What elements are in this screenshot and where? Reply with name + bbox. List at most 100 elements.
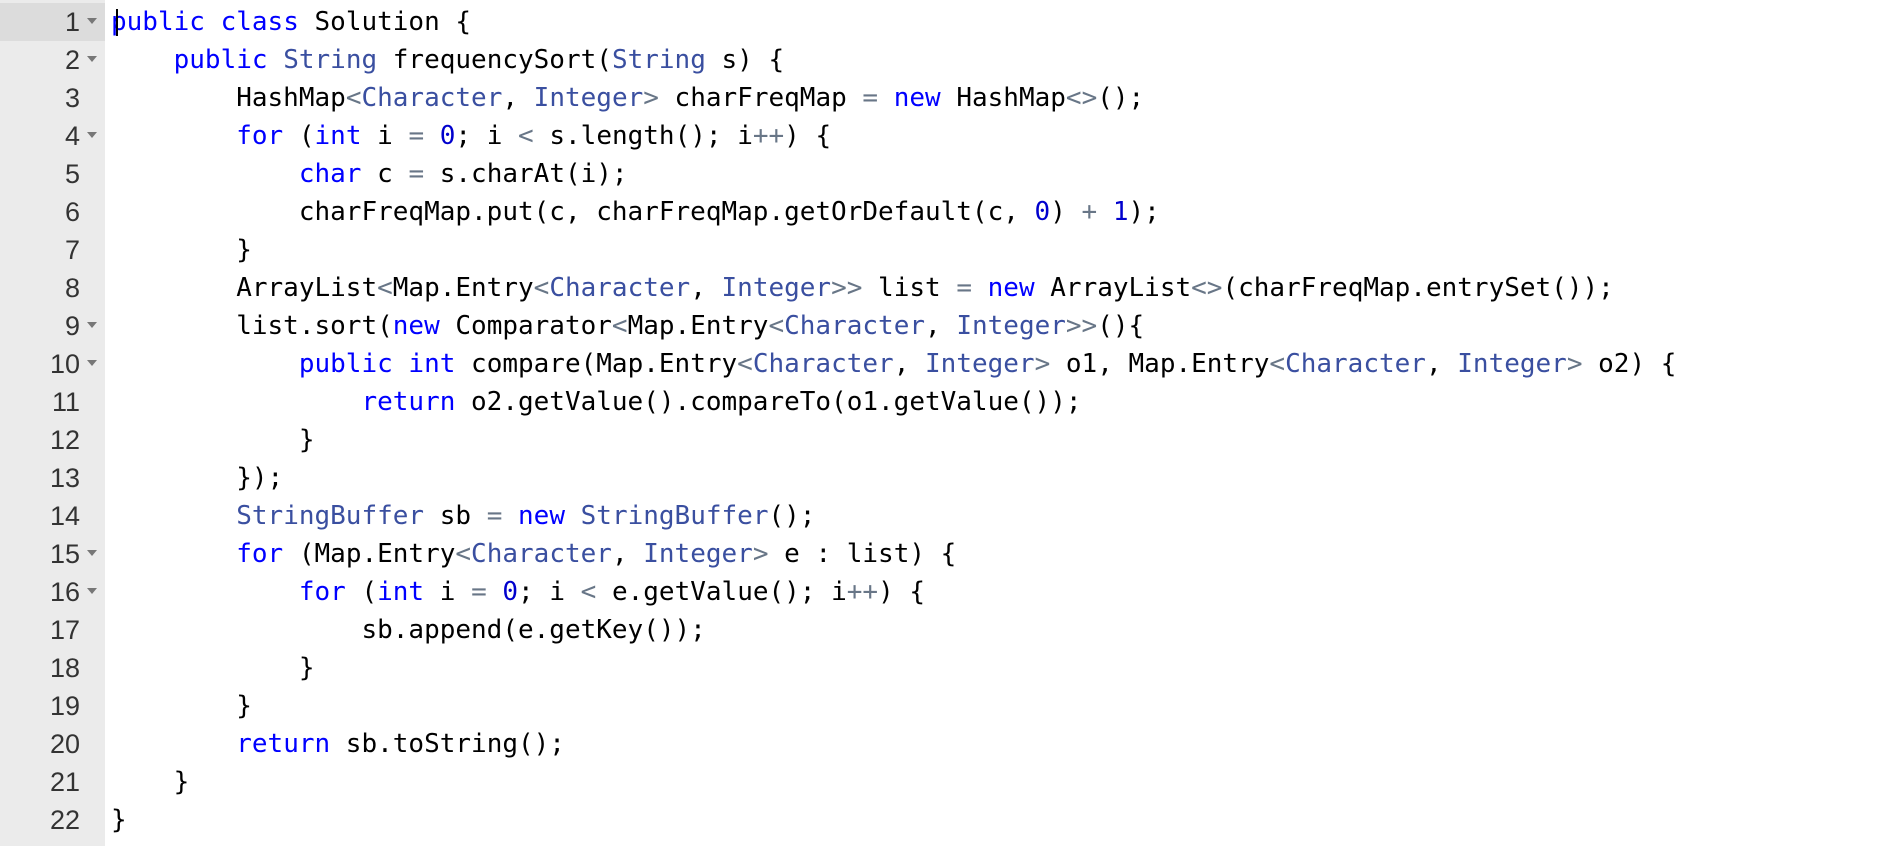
- code-token: >: [1034, 349, 1051, 379]
- code-token: int: [377, 577, 425, 607]
- code-token: new: [987, 273, 1035, 303]
- gutter-line: 15: [0, 535, 105, 573]
- code-line[interactable]: public String frequencySort(String s) {: [111, 41, 1882, 79]
- code-token: s.charAt(i);: [424, 159, 628, 189]
- code-token: s) {: [705, 45, 785, 75]
- code-token: public: [298, 349, 393, 379]
- code-token: ,: [1425, 349, 1458, 379]
- fold-arrow-icon[interactable]: [87, 588, 97, 594]
- code-token: i: [361, 121, 409, 151]
- code-line[interactable]: HashMap<Character, Integer> charFreqMap …: [111, 79, 1882, 117]
- code-token: <: [737, 349, 753, 379]
- code-line[interactable]: }: [111, 687, 1882, 725]
- code-token: list: [862, 273, 957, 303]
- code-token: frequencySort(: [377, 45, 612, 75]
- code-line[interactable]: char c = s.charAt(i);: [111, 155, 1882, 193]
- code-line[interactable]: return o2.getValue().compareTo(o1.getVal…: [111, 383, 1882, 421]
- code-token: public: [111, 7, 205, 37]
- code-token: o1, Map.Entry: [1050, 349, 1270, 379]
- fold-arrow-icon[interactable]: [87, 322, 97, 328]
- code-line[interactable]: list.sort(new Comparator<Map.Entry<Chara…: [111, 307, 1882, 345]
- code-line[interactable]: });: [111, 459, 1882, 497]
- code-token: c: [361, 159, 409, 189]
- code-token: =: [486, 501, 503, 531]
- code-line[interactable]: }: [111, 763, 1882, 801]
- fold-arrow-icon[interactable]: [87, 132, 97, 138]
- code-token: Character: [549, 273, 691, 303]
- code-token: <: [455, 539, 472, 569]
- code-line[interactable]: ArrayList<Map.Entry<Character, Integer>>…: [111, 269, 1882, 307]
- code-token: (charFreqMap.entrySet());: [1222, 273, 1614, 303]
- fold-arrow-icon[interactable]: [87, 56, 97, 62]
- code-token: =: [408, 121, 425, 151]
- code-line[interactable]: }: [111, 649, 1882, 687]
- code-token: compare(Map.Entry: [455, 349, 738, 379]
- code-line[interactable]: StringBuffer sb = new StringBuffer();: [111, 497, 1882, 535]
- gutter-line: 8: [0, 269, 105, 307]
- code-line[interactable]: }: [111, 801, 1882, 839]
- code-line[interactable]: for (int i = 0; i < e.getValue(); i++) {: [111, 573, 1882, 611]
- code-token: StringBuffer: [580, 501, 769, 531]
- line-number: 13: [49, 463, 80, 493]
- line-number: 5: [64, 159, 80, 189]
- gutter-line: 21: [0, 763, 105, 801]
- gutter-line: 4: [0, 117, 105, 155]
- line-number: 22: [49, 805, 80, 835]
- code-token: +: [1081, 197, 1098, 227]
- gutter-line: 13: [0, 459, 105, 497]
- code-line[interactable]: for (int i = 0; i < s.length(); i++) {: [111, 117, 1882, 155]
- gutter-line: 3: [0, 79, 105, 117]
- code-token: Character: [752, 349, 894, 379]
- code-token: >>: [831, 273, 863, 303]
- line-number: 4: [64, 121, 80, 151]
- code-token: Integer: [956, 311, 1066, 341]
- code-token: public: [173, 45, 268, 75]
- code-token: ; i: [518, 577, 581, 607]
- code-token: }: [111, 805, 127, 835]
- code-token: (: [345, 577, 378, 607]
- code-token: list.sort(: [111, 311, 393, 341]
- code-token: sb.append(e.getKey());: [111, 615, 706, 645]
- line-number: 15: [49, 539, 80, 569]
- code-token: e : list) {: [768, 539, 957, 569]
- code-token: for: [236, 121, 284, 151]
- gutter-line: 2: [0, 41, 105, 79]
- code-token: [111, 121, 236, 151]
- code-token: new: [392, 311, 440, 341]
- code-token: }: [111, 425, 315, 455]
- code-token: Integer: [1457, 349, 1567, 379]
- code-line[interactable]: public int compare(Map.Entry<Character, …: [111, 345, 1882, 383]
- code-token: int: [314, 121, 362, 151]
- code-token: new: [893, 83, 941, 113]
- code-token: char: [298, 159, 362, 189]
- code-line[interactable]: for (Map.Entry<Character, Integer> e : l…: [111, 535, 1882, 573]
- fold-arrow-icon[interactable]: [87, 360, 97, 366]
- code-token: <: [611, 311, 628, 341]
- code-line[interactable]: }: [111, 231, 1882, 269]
- text-cursor: [116, 9, 118, 36]
- fold-arrow-icon[interactable]: [87, 18, 97, 24]
- code-line[interactable]: sb.append(e.getKey());: [111, 611, 1882, 649]
- code-token: ,: [611, 539, 644, 569]
- code-token: Character: [471, 539, 612, 569]
- code-token: ): [1050, 197, 1082, 227]
- code-token: ++: [752, 121, 785, 151]
- code-token: ) {: [784, 121, 832, 151]
- line-number: 3: [64, 83, 80, 113]
- code-token: =: [408, 159, 425, 189]
- fold-arrow-icon[interactable]: [87, 550, 97, 556]
- code-token: Character: [784, 311, 926, 341]
- code-token: String: [283, 45, 378, 75]
- code-token: String: [611, 45, 706, 75]
- code-line[interactable]: }: [111, 421, 1882, 459]
- code-token: HashMap: [940, 83, 1066, 113]
- code-line[interactable]: return sb.toString();: [111, 725, 1882, 763]
- code-token: [565, 501, 581, 531]
- code-line[interactable]: public class Solution {: [111, 3, 1882, 41]
- code-line[interactable]: charFreqMap.put(c, charFreqMap.getOrDefa…: [111, 193, 1882, 231]
- code-token: o2) {: [1582, 349, 1677, 379]
- code-area[interactable]: public class Solution { public String fr…: [105, 0, 1882, 846]
- code-token: Integer: [721, 273, 832, 303]
- code-token: [972, 273, 988, 303]
